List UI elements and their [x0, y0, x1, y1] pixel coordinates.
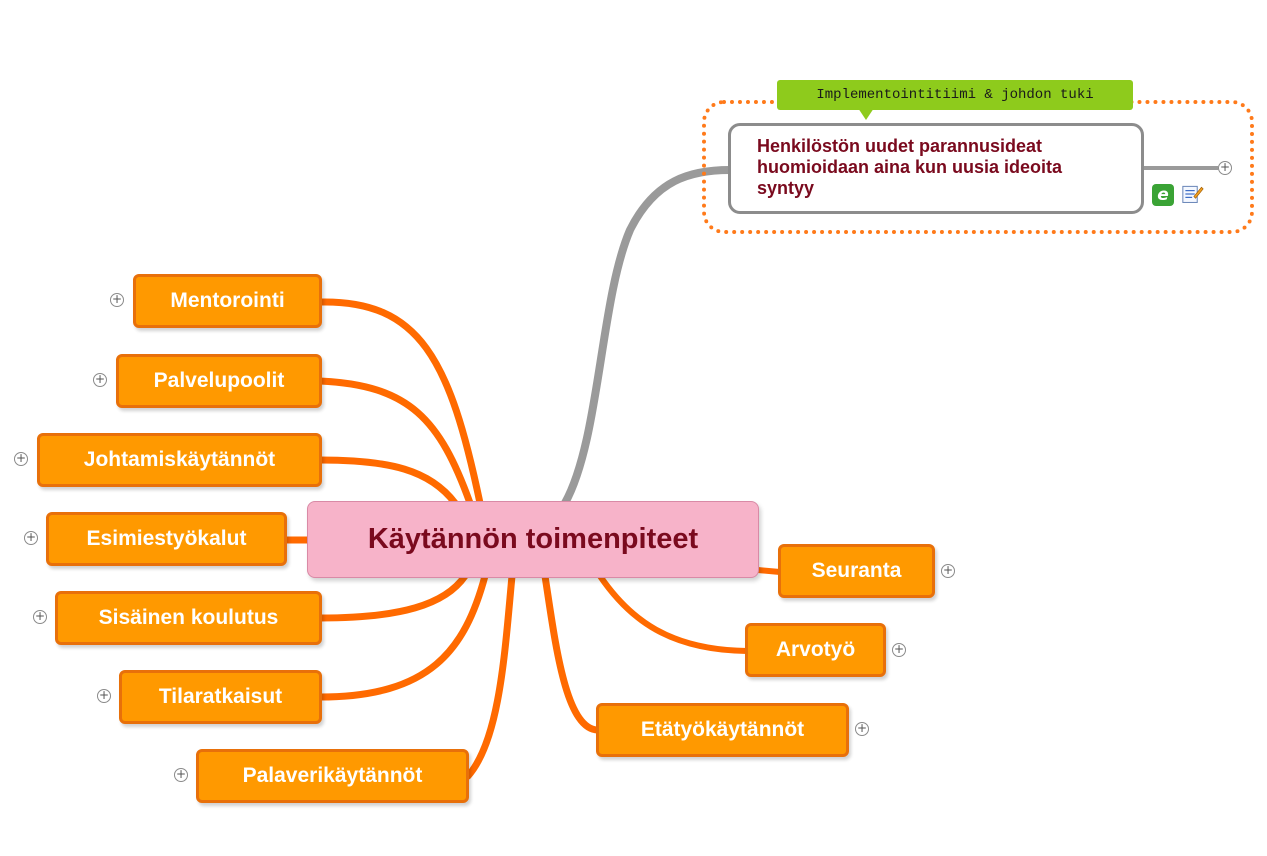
topic-label: Mentorointi [170, 289, 285, 312]
expand-palaverikaytannot-button[interactable]: + [174, 768, 188, 782]
branch-mentorointi [316, 298, 484, 507]
topic-label: Etätyökäytännöt [640, 718, 805, 741]
topic-label: Arvotyö [775, 638, 856, 661]
expand-sisainen-koulutus-button[interactable]: + [33, 610, 47, 624]
expand-mentorointi-button[interactable]: + [110, 293, 124, 307]
plus-icon: + [98, 688, 110, 702]
idea-node[interactable]: Henkilöstön uudet parannusideat huomioid… [728, 123, 1144, 214]
plus-icon: + [15, 451, 27, 465]
branch-etatyokaytannot [541, 572, 602, 734]
expand-arvotyo-button[interactable]: + [892, 643, 906, 657]
topic-label: Johtamiskäytännöt [83, 448, 276, 471]
topic-label: Sisäinen koulutus [98, 606, 279, 629]
topic-palvelupoolit[interactable]: Palvelupoolit [116, 354, 322, 408]
topic-label: Palaverikäytännöt [242, 764, 423, 787]
topic-label: Palvelupoolit [153, 369, 285, 392]
expand-seuranta-button[interactable]: + [941, 564, 955, 578]
connector-idea [561, 166, 734, 507]
plus-icon: + [25, 530, 37, 544]
expand-esimiestyokalut-button[interactable]: + [24, 531, 38, 545]
central-topic[interactable]: Käytännön toimenpiteet [307, 501, 759, 578]
plus-icon: + [94, 372, 106, 386]
expand-tilaratkaisut-button[interactable]: + [97, 689, 111, 703]
edge-hyperlink-icon[interactable]: e [1152, 184, 1174, 206]
branch-palaverikaytannot [464, 572, 516, 780]
notes-icon[interactable] [1182, 183, 1204, 205]
topic-arvotyo[interactable]: Arvotyö [745, 623, 886, 677]
idea-node-text: Henkilöstön uudet parannusideat huomioid… [757, 136, 1063, 198]
plus-icon: + [111, 292, 123, 306]
topic-johtamiskaytannot[interactable]: Johtamiskäytännöt [37, 433, 322, 487]
idea-expand-button[interactable]: + [1218, 161, 1232, 175]
branch-sisainen-koulutus [316, 572, 469, 622]
plus-icon: + [1219, 160, 1231, 174]
topic-etatyokaytannot[interactable]: Etätyökäytännöt [596, 703, 849, 757]
branch-arvotyo [597, 573, 750, 654]
branch-palvelupoolit [316, 377, 474, 507]
topic-seuranta[interactable]: Seuranta [778, 544, 935, 598]
topic-label: Esimiestyökalut [86, 527, 247, 550]
edge-icon-glyph: e [1157, 185, 1169, 205]
plus-icon: + [942, 563, 954, 577]
expand-johtamiskaytannot-button[interactable]: + [14, 452, 28, 466]
expand-palvelupoolit-button[interactable]: + [93, 373, 107, 387]
central-topic-label: Käytännön toimenpiteet [367, 523, 699, 555]
plus-icon: + [175, 767, 187, 781]
topic-label: Tilaratkaisut [158, 685, 283, 708]
branch-seuranta [755, 567, 783, 575]
topic-sisainen-koulutus[interactable]: Sisäinen koulutus [55, 591, 322, 645]
topic-tilaratkaisut[interactable]: Tilaratkaisut [119, 670, 322, 724]
branch-johtamiskaytannot [316, 456, 459, 507]
callout-pointer [858, 108, 874, 120]
expand-etatyokaytannot-button[interactable]: + [855, 722, 869, 736]
topic-label: Seuranta [811, 559, 902, 582]
idea-callout-text: Implementointitiimi & johdon tuki [816, 87, 1094, 103]
topic-palaverikaytannot[interactable]: Palaverikäytännöt [196, 749, 469, 803]
topic-esimiestyokalut[interactable]: Esimiestyökalut [46, 512, 287, 566]
plus-icon: + [856, 721, 868, 735]
idea-callout[interactable]: Implementointitiimi & johdon tuki [777, 80, 1133, 110]
topic-mentorointi[interactable]: Mentorointi [133, 274, 322, 328]
plus-icon: + [893, 642, 905, 656]
branch-tilaratkaisut [316, 572, 489, 701]
plus-icon: + [34, 609, 46, 623]
